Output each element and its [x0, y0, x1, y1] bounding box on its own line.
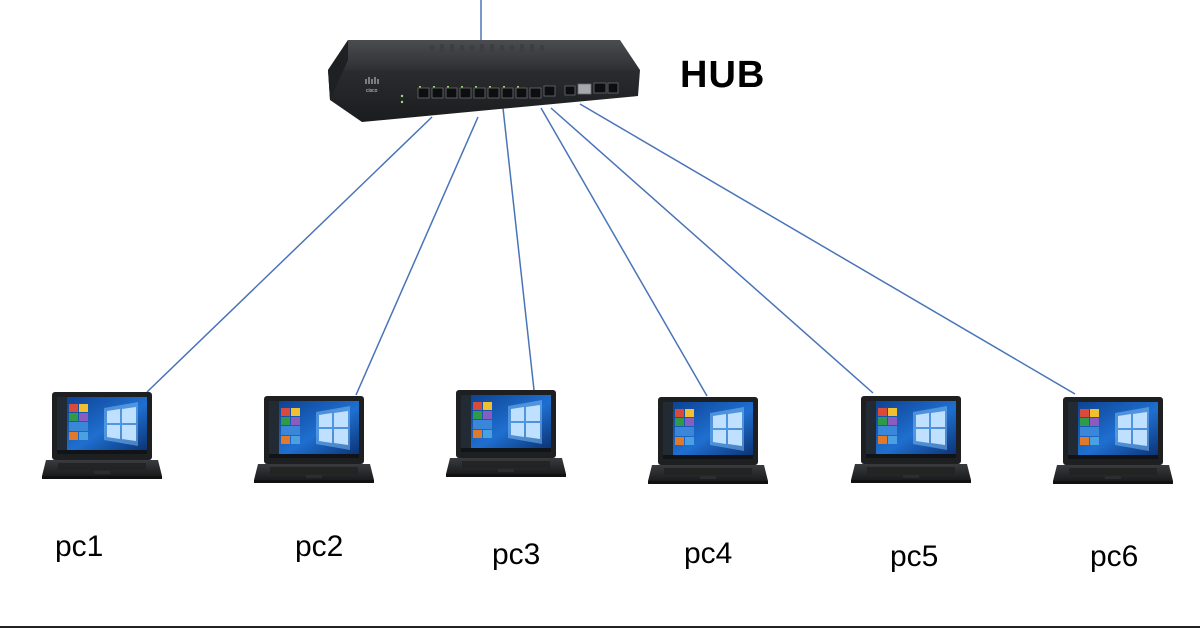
link-group [146, 103, 1076, 397]
ethernet-ports [417, 82, 619, 99]
pc6-laptop-icon [1053, 397, 1173, 484]
pc1-label: pc1 [55, 530, 104, 563]
pc2-label: pc2 [295, 530, 344, 563]
pc4-laptop-icon [648, 397, 768, 484]
bottom-divider [0, 626, 1200, 628]
link-pc1 [146, 116, 433, 393]
link-pc3 [502, 107, 535, 391]
pc6-label: pc6 [1090, 540, 1139, 573]
hub-device: cisco [328, 40, 640, 122]
cisco-logo-icon: cisco [365, 77, 379, 94]
pc4-label: pc4 [684, 537, 733, 570]
link-pc4 [540, 107, 708, 397]
pc1-laptop-icon [42, 392, 162, 479]
pc5-label: pc5 [890, 540, 939, 573]
svg-text:cisco: cisco [366, 88, 378, 94]
link-pc6 [579, 103, 1076, 395]
pc3-laptop-icon [446, 390, 566, 477]
pc3-label: pc3 [492, 538, 541, 571]
pc2-laptop-icon [254, 396, 374, 483]
hub-label: HUB [680, 54, 766, 96]
link-pc2 [355, 116, 479, 396]
link-pc5 [550, 107, 874, 394]
pc5-laptop-icon [851, 396, 971, 483]
